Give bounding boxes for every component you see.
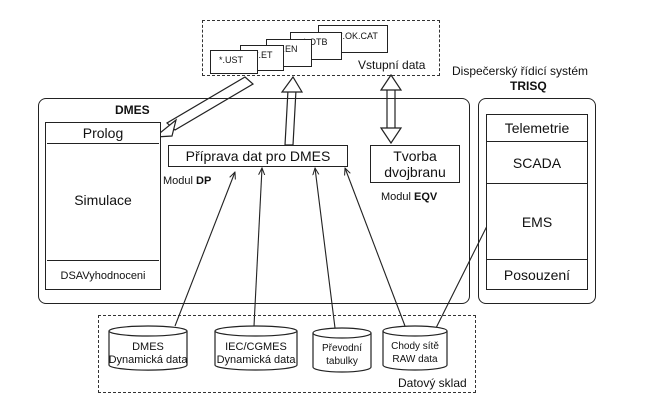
trisq-stack	[486, 114, 588, 290]
simulace-box	[47, 143, 159, 261]
module-label: EMS	[521, 213, 553, 230]
scada-box: SCADA	[486, 142, 588, 184]
simulace-label: Simulace	[74, 192, 132, 208]
data-warehouse-label: Datový sklad	[398, 376, 467, 390]
module-code: DP	[196, 175, 212, 187]
dmes-panel	[38, 98, 470, 304]
arrow-prevodni-to-dp	[315, 168, 336, 329]
module-label: SCADA	[512, 154, 562, 171]
dp-module-label: Modul DP	[163, 176, 211, 187]
file-ust: *.UST	[210, 50, 258, 74]
dsa-label: DSAVyhodnoceni	[60, 269, 146, 282]
link-ems-to-chody	[434, 223, 489, 331]
file-label: *.UST	[219, 55, 244, 65]
arrow-iec-to-dp	[253, 168, 262, 327]
posouzeni-box: Posouzení	[486, 260, 588, 290]
trisq-name: TRISQ	[510, 79, 547, 93]
trisq-panel	[478, 98, 596, 304]
dp-module-box: Příprava dat pro DMES	[168, 145, 348, 167]
cylinder-chody	[382, 325, 448, 371]
cylinder-chody-line2: RAW data	[392, 354, 438, 365]
module-prefix: Modul	[381, 191, 415, 203]
module-label: Posouzení	[503, 267, 571, 283]
arrow-chody-to-dp	[345, 168, 406, 327]
module-code: EQV	[414, 191, 438, 203]
data-warehouse-region	[98, 315, 476, 393]
module-prefix: Modul	[163, 175, 197, 187]
prolog-label: Prolog	[82, 125, 124, 141]
cylinder-iec	[214, 325, 298, 371]
cylinder-iec-line1: IEC/CGMES	[225, 341, 287, 353]
arrow-dmes-data-to-dp	[174, 172, 235, 327]
cylinder-chody-line1: Chody sítě	[391, 341, 439, 352]
cylinder-iec-line2: Dynamická data	[216, 354, 296, 366]
eqv-module-label: Modul EQV	[381, 192, 437, 203]
dp-module-title: Příprava dat pro DMES	[185, 148, 331, 164]
input-data-label: Vstupní data	[358, 58, 426, 72]
cylinder-dmes	[108, 325, 188, 371]
file-label: *.ET	[255, 50, 273, 60]
cylinder-prevodni-line2: tabulky	[326, 356, 358, 367]
file-label: *.OTB	[303, 37, 328, 47]
cylinder-dmes-line1: DMES	[132, 341, 164, 353]
cylinder-prevodni-line1: Převodní	[321, 343, 363, 354]
eqv-title-line2: dvojbranu	[384, 164, 446, 180]
cylinder-prevodni	[312, 327, 372, 373]
prolog-column	[45, 122, 161, 290]
cylinder-dmes-line2: Dynamická data	[108, 354, 188, 366]
trisq-title: Dispečerský řídicí systém	[452, 64, 589, 78]
telemetrie-box: Telemetrie	[486, 114, 588, 142]
ems-box: EMS	[486, 184, 588, 260]
eqv-module-box: Tvorba dvojbranu	[370, 145, 460, 183]
eqv-title-line1: Tvorba	[393, 148, 437, 164]
module-label: Telemetrie	[504, 119, 570, 136]
dmes-title: DMES	[115, 103, 150, 117]
file-label: *.OK.CAT	[339, 31, 378, 41]
input-data-region	[202, 20, 440, 76]
file-label: *.EN	[279, 44, 298, 54]
